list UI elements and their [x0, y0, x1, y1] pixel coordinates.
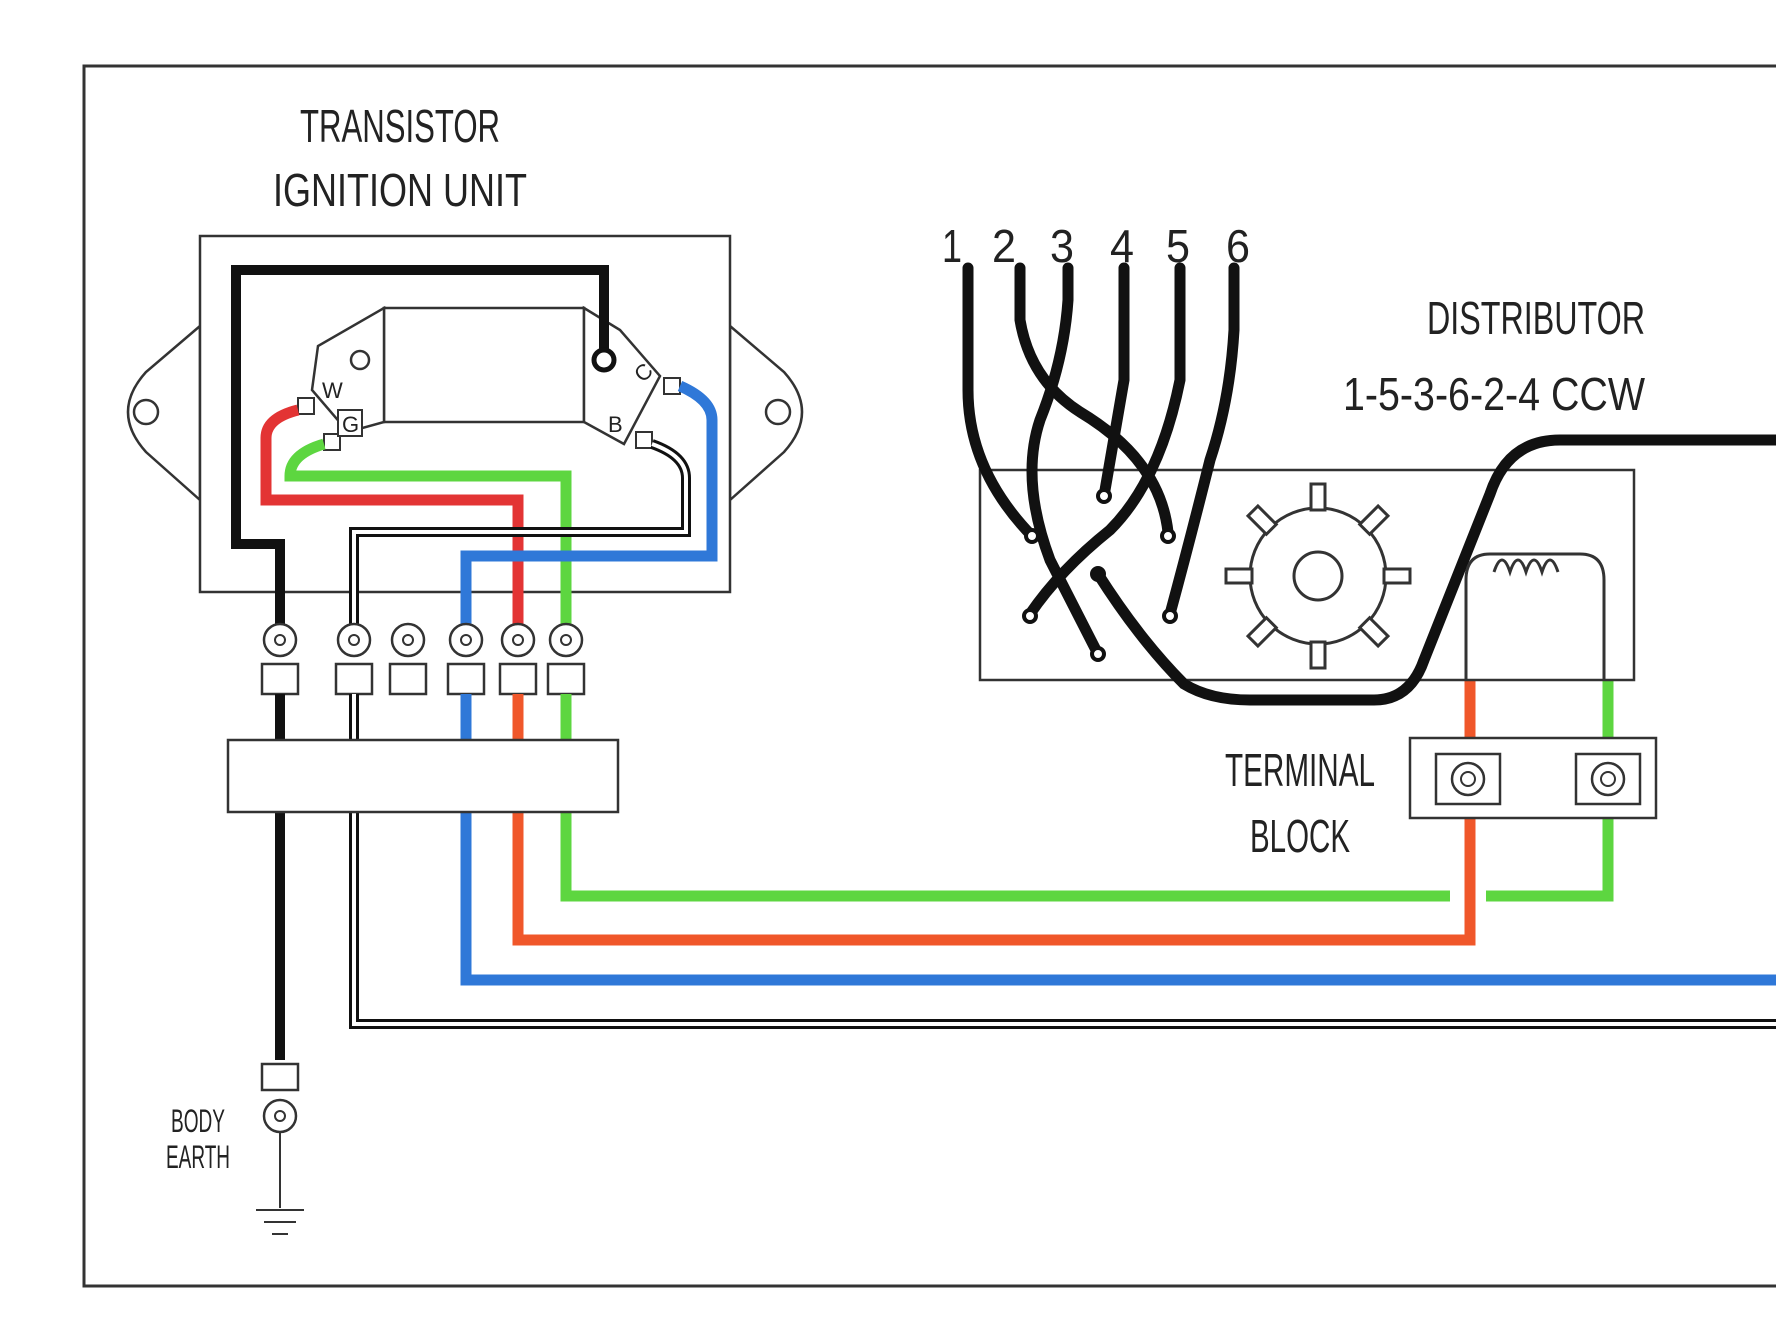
module-left-hole: [349, 349, 371, 371]
terminal-label-line2: BLOCK: [1250, 810, 1350, 862]
module-body: [382, 306, 586, 424]
red-wire-unit: [260, 404, 524, 650]
lead-5: [1024, 262, 1186, 620]
unit-title-line1: TRANSISTOR: [300, 100, 500, 152]
earth-lug-sleeve: [260, 1062, 300, 1092]
lug-green: [546, 622, 586, 696]
body-earth: [256, 1062, 304, 1235]
lead-number-3: 3: [1050, 220, 1074, 272]
connector-lugs: [260, 622, 586, 696]
lead-number-4: 4: [1110, 220, 1134, 272]
green-wire-unit: [284, 438, 572, 650]
pin-g-tab: [323, 433, 341, 451]
rotor-gear-icon: [1224, 482, 1412, 670]
lug-black: [260, 622, 300, 696]
lead-number-6: 6: [1226, 220, 1250, 272]
lead-number-5: 5: [1166, 220, 1190, 272]
pin-b-tab: [635, 431, 653, 449]
coil-ht-lead: [1092, 434, 1776, 706]
bw-wire-unit-inner: [352, 442, 688, 650]
unit-right-hole: [764, 398, 792, 426]
module-left-wing: [310, 305, 386, 434]
terminal-label-line1: TERMINAL: [1225, 744, 1375, 796]
unit-title-line2: IGNITION UNIT: [273, 164, 527, 216]
pin-b-label: B: [608, 412, 623, 437]
ignition-unit: W G C B: [126, 234, 804, 594]
lead-number-1: 1: [942, 220, 962, 272]
pin-w-tab: [297, 397, 315, 415]
lead-1: [962, 262, 1038, 542]
connector-block: [226, 738, 620, 814]
lead-3: [1026, 262, 1104, 660]
lead-4: [1098, 262, 1130, 502]
lug-spare: [388, 622, 428, 696]
pin-w-label: W: [322, 378, 343, 403]
lead-number-2: 2: [992, 220, 1016, 272]
plug-leads: [962, 262, 1240, 660]
distributor-title: DISTRIBUTOR: [1427, 292, 1645, 344]
lug-blue: [446, 622, 486, 696]
unit-left-hole: [132, 398, 160, 426]
earth-label-line2: EARTH: [166, 1139, 230, 1175]
firing-order: 1-5-3-6-2-4 CCW: [1343, 368, 1645, 420]
pin-g-box: [337, 409, 363, 437]
module-black-lug: [591, 347, 617, 373]
pin-c-tab: [663, 377, 681, 395]
lug-bw: [334, 622, 374, 696]
terminal-block: [1408, 736, 1658, 820]
ground-icon: [256, 1209, 304, 1235]
earth-label-line1: BODY: [171, 1103, 225, 1139]
black-wire-unit: [231, 265, 609, 650]
lead-2: [1014, 262, 1174, 538]
pin-g-label: G: [342, 412, 359, 437]
lug-red: [498, 622, 538, 696]
unit-left-ear: [126, 323, 202, 503]
lead-6: [1164, 262, 1240, 620]
diagram-frame: [82, 64, 1776, 1288]
blue-wire-unit: [460, 380, 718, 650]
coil-icon: [1464, 552, 1606, 680]
